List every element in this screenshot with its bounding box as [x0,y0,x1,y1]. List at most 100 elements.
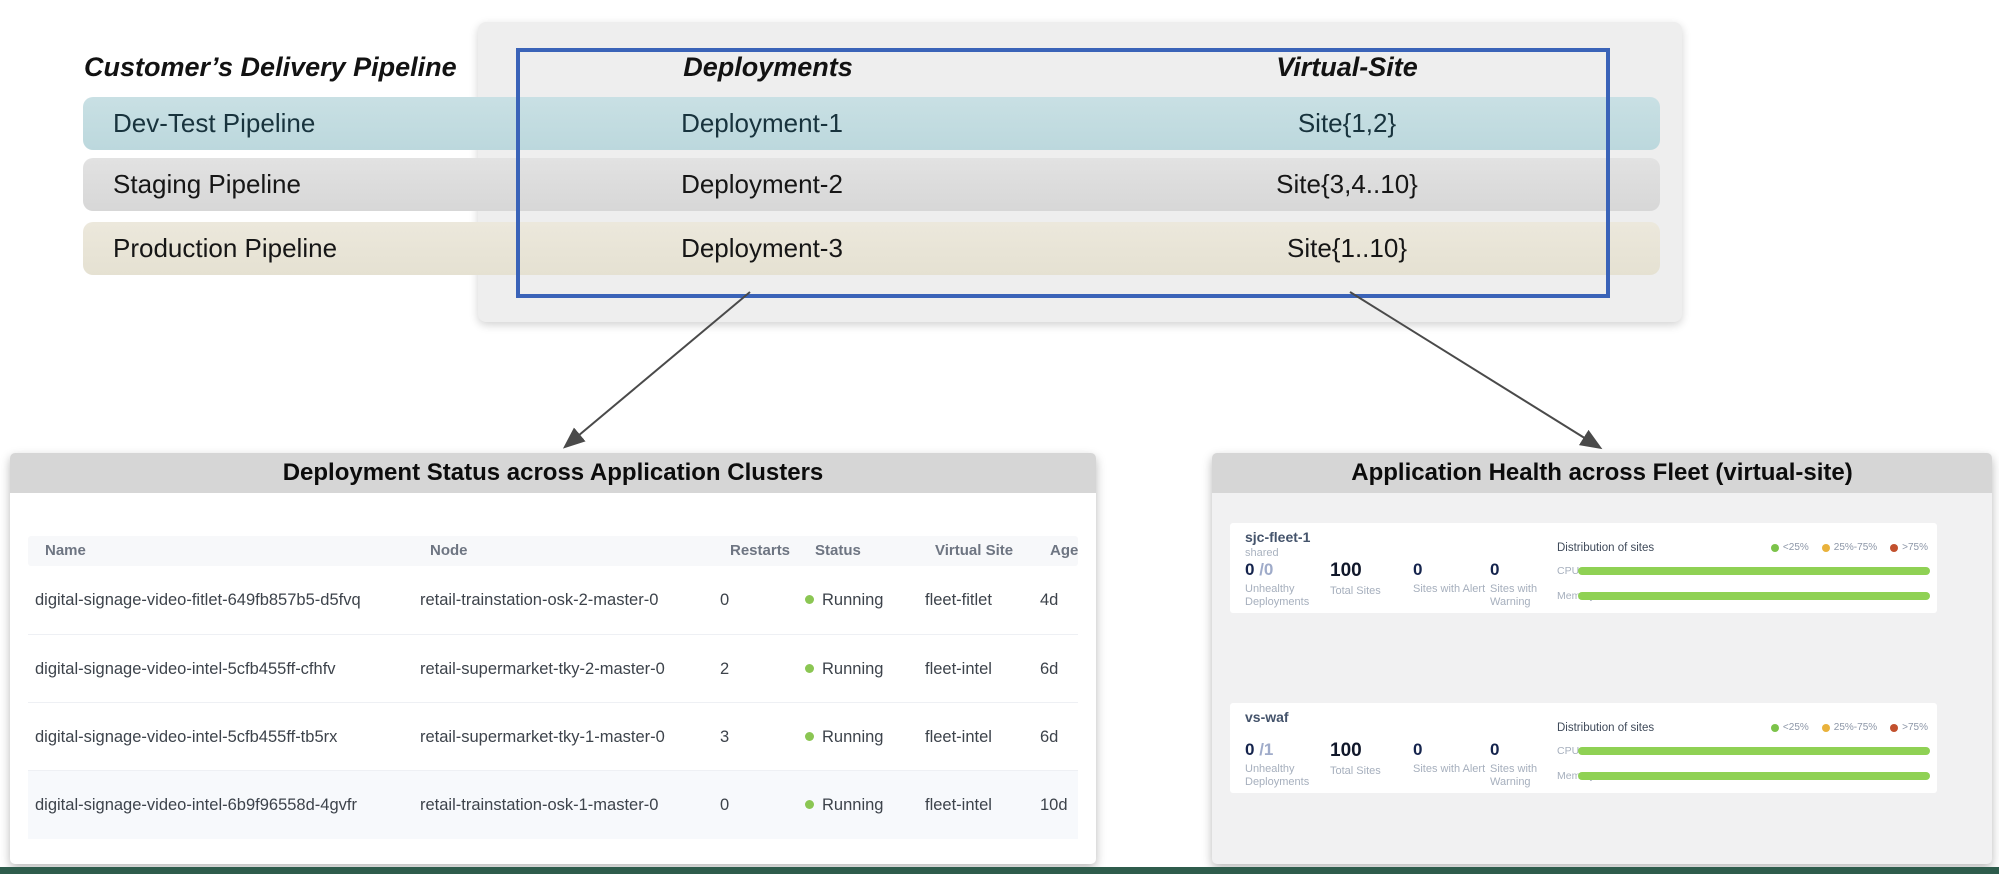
age-cell: 4d [1040,566,1058,634]
fleet-card-sjc-fleet-1: sjc-fleet-1 shared 0 /0 Unhealthy Deploy… [1230,523,1937,613]
virtual-site-cell: fleet-intel [925,703,992,771]
status-cell: Running [805,771,883,839]
legend-label: <25% [1783,542,1809,553]
virtual-site-cell: fleet-fitlet [925,566,992,634]
deployment-value: Deployment-1 [562,97,962,150]
deployment-value: Deployment-2 [562,158,962,211]
column-header-deployments: Deployments [618,52,918,83]
node-name: retail-trainstation-osk-2-master-0 [420,566,658,634]
pipeline-row-staging: Staging Pipeline Deployment-2 Site{3,4..… [83,158,1660,211]
alert-count: 0 [1413,560,1493,580]
deployment-status-panel: Deployment Status across Application Clu… [10,453,1096,864]
stat-label: Sites with Alert [1413,583,1487,596]
age-cell: 6d [1040,635,1058,703]
restarts-value: 0 [720,771,729,839]
total-sites-count: 100 [1330,560,1410,582]
application-health-panel: Application Health across Fleet (virtual… [1212,453,1992,864]
header-age: Age [1050,536,1078,566]
pipeline-name: Dev-Test Pipeline [113,97,315,150]
header-status: Status [815,536,861,566]
status-cell: Running [805,703,883,771]
stat-label: Total Sites [1330,585,1404,598]
status-cell: Running [805,566,883,634]
legend-label: 25%-75% [1834,542,1877,553]
stat-label: Total Sites [1330,765,1404,778]
distribution-of-sites-label: Distribution of sites [1557,542,1654,554]
status-cell: Running [805,635,883,703]
table-row: digital-signage-video-intel-6b9f96558d-4… [28,770,1078,839]
pod-name: digital-signage-video-intel-5cfb455ff-cf… [35,635,336,703]
cpu-distribution-bar [1578,567,1930,575]
cpu-bar-fill [1578,567,1930,575]
restarts-value: 3 [720,703,729,771]
memory-distribution-bar [1578,772,1930,780]
cpu-label: CPU [1557,565,1579,577]
legend-amber-dot-icon [1822,544,1830,552]
virtual-site-value: Site{1..10} [1147,222,1547,275]
legend-label: <25% [1783,722,1809,733]
unhealthy-count: 0 [1245,560,1254,579]
unhealthy-count: 0 [1245,740,1254,759]
table-row: digital-signage-video-fitlet-649fb857b5-… [28,566,1078,634]
legend-red-dot-icon [1890,724,1898,732]
stat-label: Sites with Alert [1413,763,1487,776]
fleet-name: vs-waf [1245,709,1289,725]
status-text: Running [822,591,883,609]
legend-item: <25% [1771,722,1809,733]
pipeline-name: Production Pipeline [113,222,337,275]
total-sites-count: 100 [1330,740,1410,762]
age-cell: 6d [1040,703,1058,771]
stat-sites-with-alert: 0 Sites with Alert [1413,740,1493,776]
virtual-site-cell: fleet-intel [925,771,992,839]
stat-unhealthy-deployments: 0 /0 Unhealthy Deployments [1245,560,1325,609]
distribution-legend: <25% 25%-75% >75% [1771,542,1928,553]
fleet-name: sjc-fleet-1 [1245,529,1310,545]
node-name: retail-trainstation-osk-1-master-0 [420,771,658,839]
fleet-card-vs-waf: vs-waf 0 /1 Unhealthy Deployments 100 To… [1230,703,1937,793]
column-header-virtual-site: Virtual-Site [1197,52,1497,83]
cpu-bar-fill [1578,747,1930,755]
legend-item: >75% [1890,542,1928,553]
legend-item: 25%-75% [1822,722,1877,733]
unhealthy-total: /0 [1259,560,1273,579]
age-cell: 10d [1040,771,1068,839]
stat-label: Unhealthy Deployments [1245,583,1319,609]
pod-name: digital-signage-video-fitlet-649fb857b5-… [35,566,361,634]
pipeline-section-title: Customer’s Delivery Pipeline [84,52,457,83]
legend-item: 25%-75% [1822,542,1877,553]
legend-amber-dot-icon [1822,724,1830,732]
pod-name: digital-signage-video-intel-5cfb455ff-tb… [35,703,337,771]
deployment-value: Deployment-3 [562,222,962,275]
virtual-site-value: Site{1,2} [1147,97,1547,150]
header-node: Node [430,536,468,566]
status-text: Running [822,796,883,814]
legend-item: <25% [1771,542,1809,553]
cpu-distribution-bar [1578,747,1930,755]
status-running-icon [805,595,814,604]
stat-total-sites: 100 Total Sites [1330,740,1410,778]
restarts-value: 2 [720,635,729,703]
pipeline-row-dev-test: Dev-Test Pipeline Deployment-1 Site{1,2} [83,97,1660,150]
cpu-label: CPU [1557,745,1579,757]
stat-unhealthy-deployments: 0 /1 Unhealthy Deployments [1245,740,1325,789]
legend-label: >75% [1902,542,1928,553]
node-name: retail-supermarket-tky-2-master-0 [420,635,665,703]
alert-count: 0 [1413,740,1493,760]
pipeline-row-production: Production Pipeline Deployment-3 Site{1.… [83,222,1660,275]
stat-total-sites: 100 Total Sites [1330,560,1410,598]
virtual-site-cell: fleet-intel [925,635,992,703]
pipeline-name: Staging Pipeline [113,158,301,211]
pod-name: digital-signage-video-intel-6b9f96558d-4… [35,771,357,839]
legend-label: 25%-75% [1834,722,1877,733]
header-restarts: Restarts [730,536,790,566]
bottom-accent-bar [0,867,1999,874]
stat-label: Sites with Warning [1490,763,1564,789]
header-name: Name [45,536,86,566]
node-name: retail-supermarket-tky-1-master-0 [420,703,665,771]
application-health-title: Application Health across Fleet (virtual… [1212,453,1992,493]
legend-label: >75% [1902,722,1928,733]
status-running-icon [805,800,814,809]
unhealthy-total: /1 [1259,740,1273,759]
memory-bar-fill [1578,772,1930,780]
